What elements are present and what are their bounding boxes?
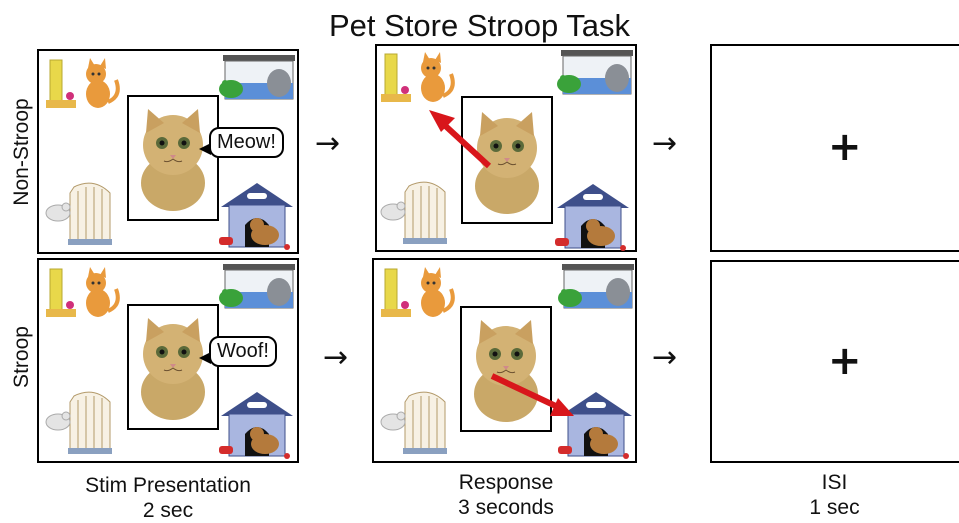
bird-cage-icon [44,179,114,249]
caption-title: Response [458,471,554,494]
caption-title: Stim Presentation [85,474,251,497]
cat-scratch-post-icon [44,56,124,112]
caption-duration: 2 sec [142,499,194,522]
stim-panel-non-stroop: Meow! [37,49,299,254]
row-label-non-stroop: Non-Stroop [10,98,33,206]
frog-tank-icon [217,262,297,312]
kitten-frame [127,95,219,221]
flow-arrow: → [315,126,341,161]
flow-arrow: → [652,126,678,161]
caption-response: Response 3 seconds [375,470,637,520]
response-arrow-icon [429,110,492,169]
isi-panel-stroop: + [710,260,959,463]
flow-arrow: → [323,340,349,375]
speech-bubble: Woof! [199,336,277,367]
kitten-icon [128,103,218,213]
speech-bubble: Meow! [199,127,284,158]
fixation-cross: + [828,124,862,170]
fixation-cross: + [828,338,862,384]
bird-cage-icon [44,388,114,458]
row-label-stroop: Stroop [10,326,33,388]
caption-duration: 1 sec [809,496,860,519]
dog-house-icon [217,181,297,251]
response-panel-stroop [372,258,637,463]
caption-stim-presentation: Stim Presentation 2 sec [38,473,298,523]
kitten-frame [461,96,553,224]
stim-panel-stroop: Woof! [37,258,299,463]
isi-panel-non-stroop: + [710,44,959,252]
response-arrow-icon [490,373,574,416]
kitten-frame [127,304,219,430]
cat-scratch-post-icon [44,265,124,321]
caption-duration: 3 seconds [458,496,554,519]
kitten-frame [460,306,552,432]
dog-house-icon [217,390,297,460]
flow-arrow: → [652,340,678,375]
caption-isi: ISI 1 sec [710,470,959,520]
page-title: Pet Store Stroop Task [329,8,630,43]
caption-title: ISI [821,471,848,494]
frog-tank-icon [217,53,297,103]
kitten-icon [128,312,218,422]
response-panel-non-stroop [375,44,637,252]
